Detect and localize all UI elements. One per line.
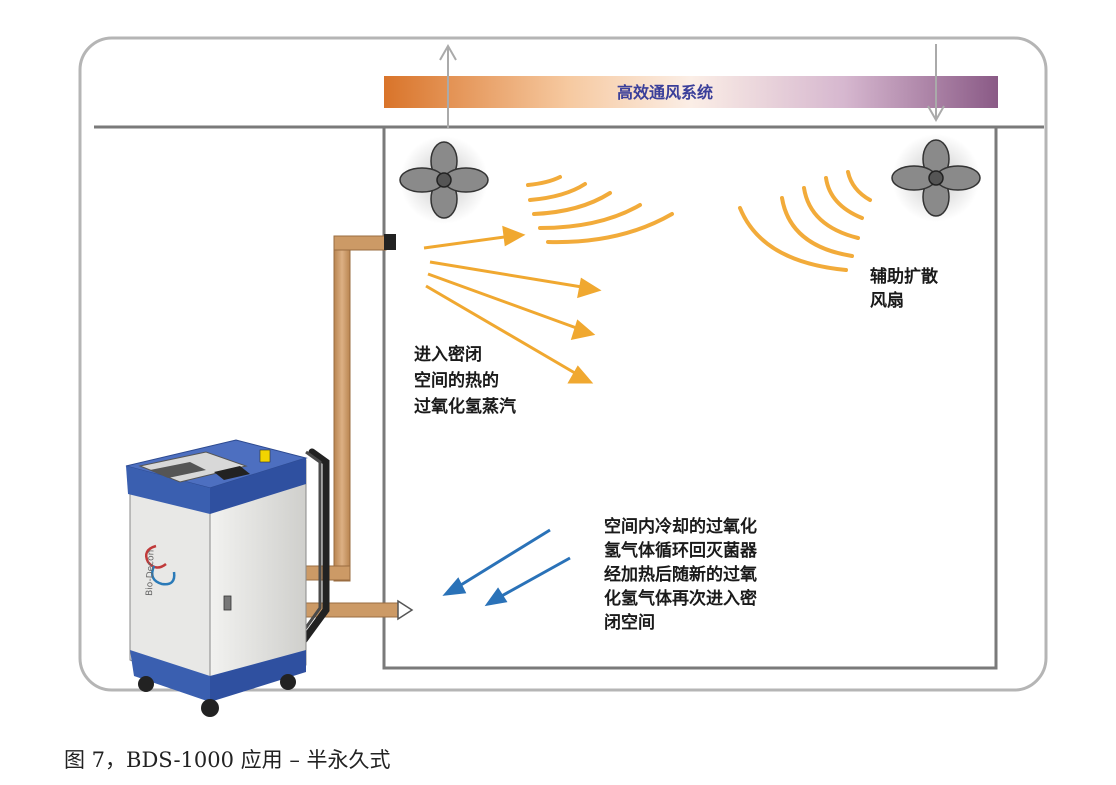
fan-icon	[399, 135, 489, 225]
return-label: 空间内冷却的过氧化 氢气体循环回灭菌器 经加热后随新的过氧 化氢气体再次进入密 …	[604, 516, 763, 633]
arrow-up-icon	[439, 43, 457, 128]
outer-frame	[78, 36, 1048, 692]
decon-device: Bio-Decon	[125, 439, 330, 717]
left-fan-airflow	[526, 175, 674, 245]
ventilation-banner	[384, 76, 998, 108]
ventilation-label: 高效通风系统	[617, 83, 713, 102]
decontamination-diagram: 高效通风系统	[78, 36, 1048, 717]
supply-duct	[299, 234, 396, 582]
device-logo-text: Bio-Decon	[145, 550, 157, 597]
fan-icon	[891, 133, 981, 223]
right-fan-airflow	[738, 170, 872, 272]
hot-vapor-label: 进入密闭 空间的热的 过氧化氢蒸汽	[414, 344, 516, 417]
arrow-down-icon	[927, 44, 945, 123]
figure-caption: 图 7，BDS-1000 应用 – 半永久式	[64, 748, 391, 772]
return-arrows	[442, 528, 571, 607]
fan-label: 辅助扩散 风扇	[870, 266, 944, 311]
vapor-arrows	[423, 225, 602, 384]
room-walls	[382, 127, 998, 670]
